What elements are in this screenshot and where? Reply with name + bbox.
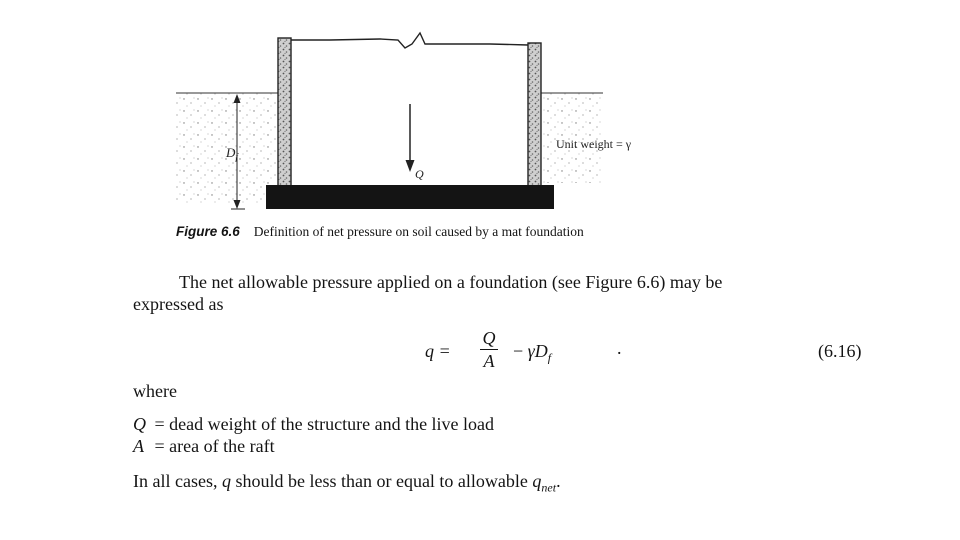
equation-number: (6.16)	[818, 341, 862, 361]
fraction-bar	[480, 349, 498, 350]
wall-left	[277, 37, 292, 188]
unit-weight-label: Unit weight = γ	[556, 137, 632, 151]
intro-line-1: The net allowable pressure applied on a …	[179, 272, 723, 292]
soil-right	[541, 93, 603, 183]
equation-rhs: − γDf	[513, 341, 551, 366]
wall-right	[527, 42, 542, 188]
definition-a: A = area of the raft	[133, 435, 275, 457]
depth-arrow-bottom	[233, 200, 241, 209]
mat-foundation-figure: Df Q Unit weight = γ	[176, 31, 632, 210]
equation-gamma-depth: γD	[527, 341, 548, 361]
load-arrow-head	[405, 160, 415, 172]
definition-text: = area of the raft	[154, 436, 275, 456]
intro-line-2: expressed as	[133, 294, 224, 314]
equation-lhs: q =	[425, 341, 451, 361]
closing-qnet-subscript: net	[541, 480, 557, 495]
where-label: where	[133, 381, 177, 401]
figure-caption: Figure 6.6 Definition of net pressure on …	[176, 224, 584, 240]
soil-left	[176, 93, 276, 203]
definition-symbol: A	[133, 436, 144, 456]
equation-fraction: Q A	[478, 328, 500, 371]
closing-sentence: In all cases, q should be less than or e…	[133, 470, 561, 499]
equation-minus: −	[513, 341, 528, 361]
equation-dot: .	[617, 338, 622, 358]
mat-slab	[266, 185, 554, 209]
closing-q-symbol: q	[221, 471, 231, 491]
roof-break-line	[291, 31, 529, 49]
equation-subscript: f	[547, 350, 552, 365]
depth-label: Df	[225, 145, 239, 162]
figure-caption-text: Definition of net pressure on soil cause…	[253, 224, 584, 239]
definition-symbol: Q	[133, 414, 146, 434]
figure-number: Figure 6.6	[176, 224, 240, 239]
load-label: Q	[415, 167, 424, 181]
intro-paragraph: The net allowable pressure applied on a …	[133, 271, 873, 315]
definition-q: Q = dead weight of the structure and the…	[133, 413, 494, 435]
fraction-denominator: A	[483, 351, 495, 371]
fraction-numerator: Q	[482, 328, 496, 348]
depth-arrow-top	[233, 94, 241, 103]
closing-qnet-symbol: q	[532, 471, 542, 491]
closing-end: .	[556, 471, 561, 491]
closing-part-1: In all cases,	[133, 471, 222, 491]
closing-part-2: should be less than or equal to allowabl…	[230, 471, 533, 491]
definition-text: = dead weight of the structure and the l…	[154, 414, 495, 434]
